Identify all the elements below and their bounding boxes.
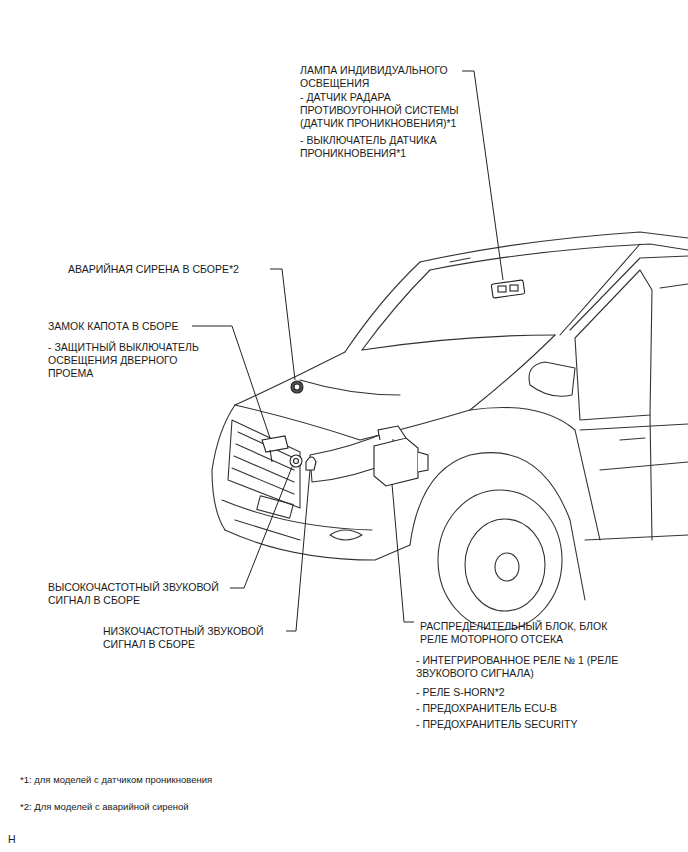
figure-code: H <box>8 833 16 846</box>
sub-part-label: - ДАТЧИК РАДАРА ПРОТИВОУГОННОЙ СИСТЕМЫ (… <box>300 91 478 130</box>
sub-part-label: - ИНТЕГРИРОВАННОЕ РЕЛЕ № 1 (РЕЛЕ ЗВУКОВО… <box>416 654 621 680</box>
sub-part-label: - РЕЛЕ S-HORN*2 <box>416 686 505 699</box>
part-label: ЛАМПА ИНДИВИДУАЛЬНОГО ОСВЕЩЕНИЯ <box>300 64 470 90</box>
sub-part-label: - ПРЕДОХРАНИТЕЛЬ SECURITY <box>416 718 577 731</box>
sub-part-label: - ПРЕДОХРАНИТЕЛЬ ECU-B <box>416 702 557 715</box>
sub-part-label: - ЗАЩИТНЫЙ ВЫКЛЮЧАТЕЛЬ ОСВЕЩЕНИЯ ДВЕРНОГ… <box>48 341 216 380</box>
part-label: АВАРИЙНАЯ СИРЕНА В СБОРЕ*2 <box>68 263 239 276</box>
footnote: *1: для моделей с датчиком проникновения <box>20 773 212 786</box>
part-label: ЗАМОК КАПОТА В СБОРЕ <box>48 320 178 333</box>
footnote: *2: Для моделей с аварийной сиреной <box>20 800 189 813</box>
part-label: НИЗКОЧАСТОТНЫЙ ЗВУКОВОЙ СИГНАЛ В СБОРЕ <box>103 625 288 651</box>
sub-part-label: - ВЫКЛЮЧАТЕЛЬ ДАТЧИКА ПРОНИКНОВЕНИЯ*1 <box>300 134 468 160</box>
part-label: ВЫСОКОЧАСТОТНЫЙ ЗВУКОВОЙ СИГНАЛ В СБОРЕ <box>48 581 238 607</box>
part-label: РАСПРЕДЕЛИТЕЛЬНЫЙ БЛОК, БЛОК РЕЛЕ МОТОРН… <box>420 620 638 646</box>
